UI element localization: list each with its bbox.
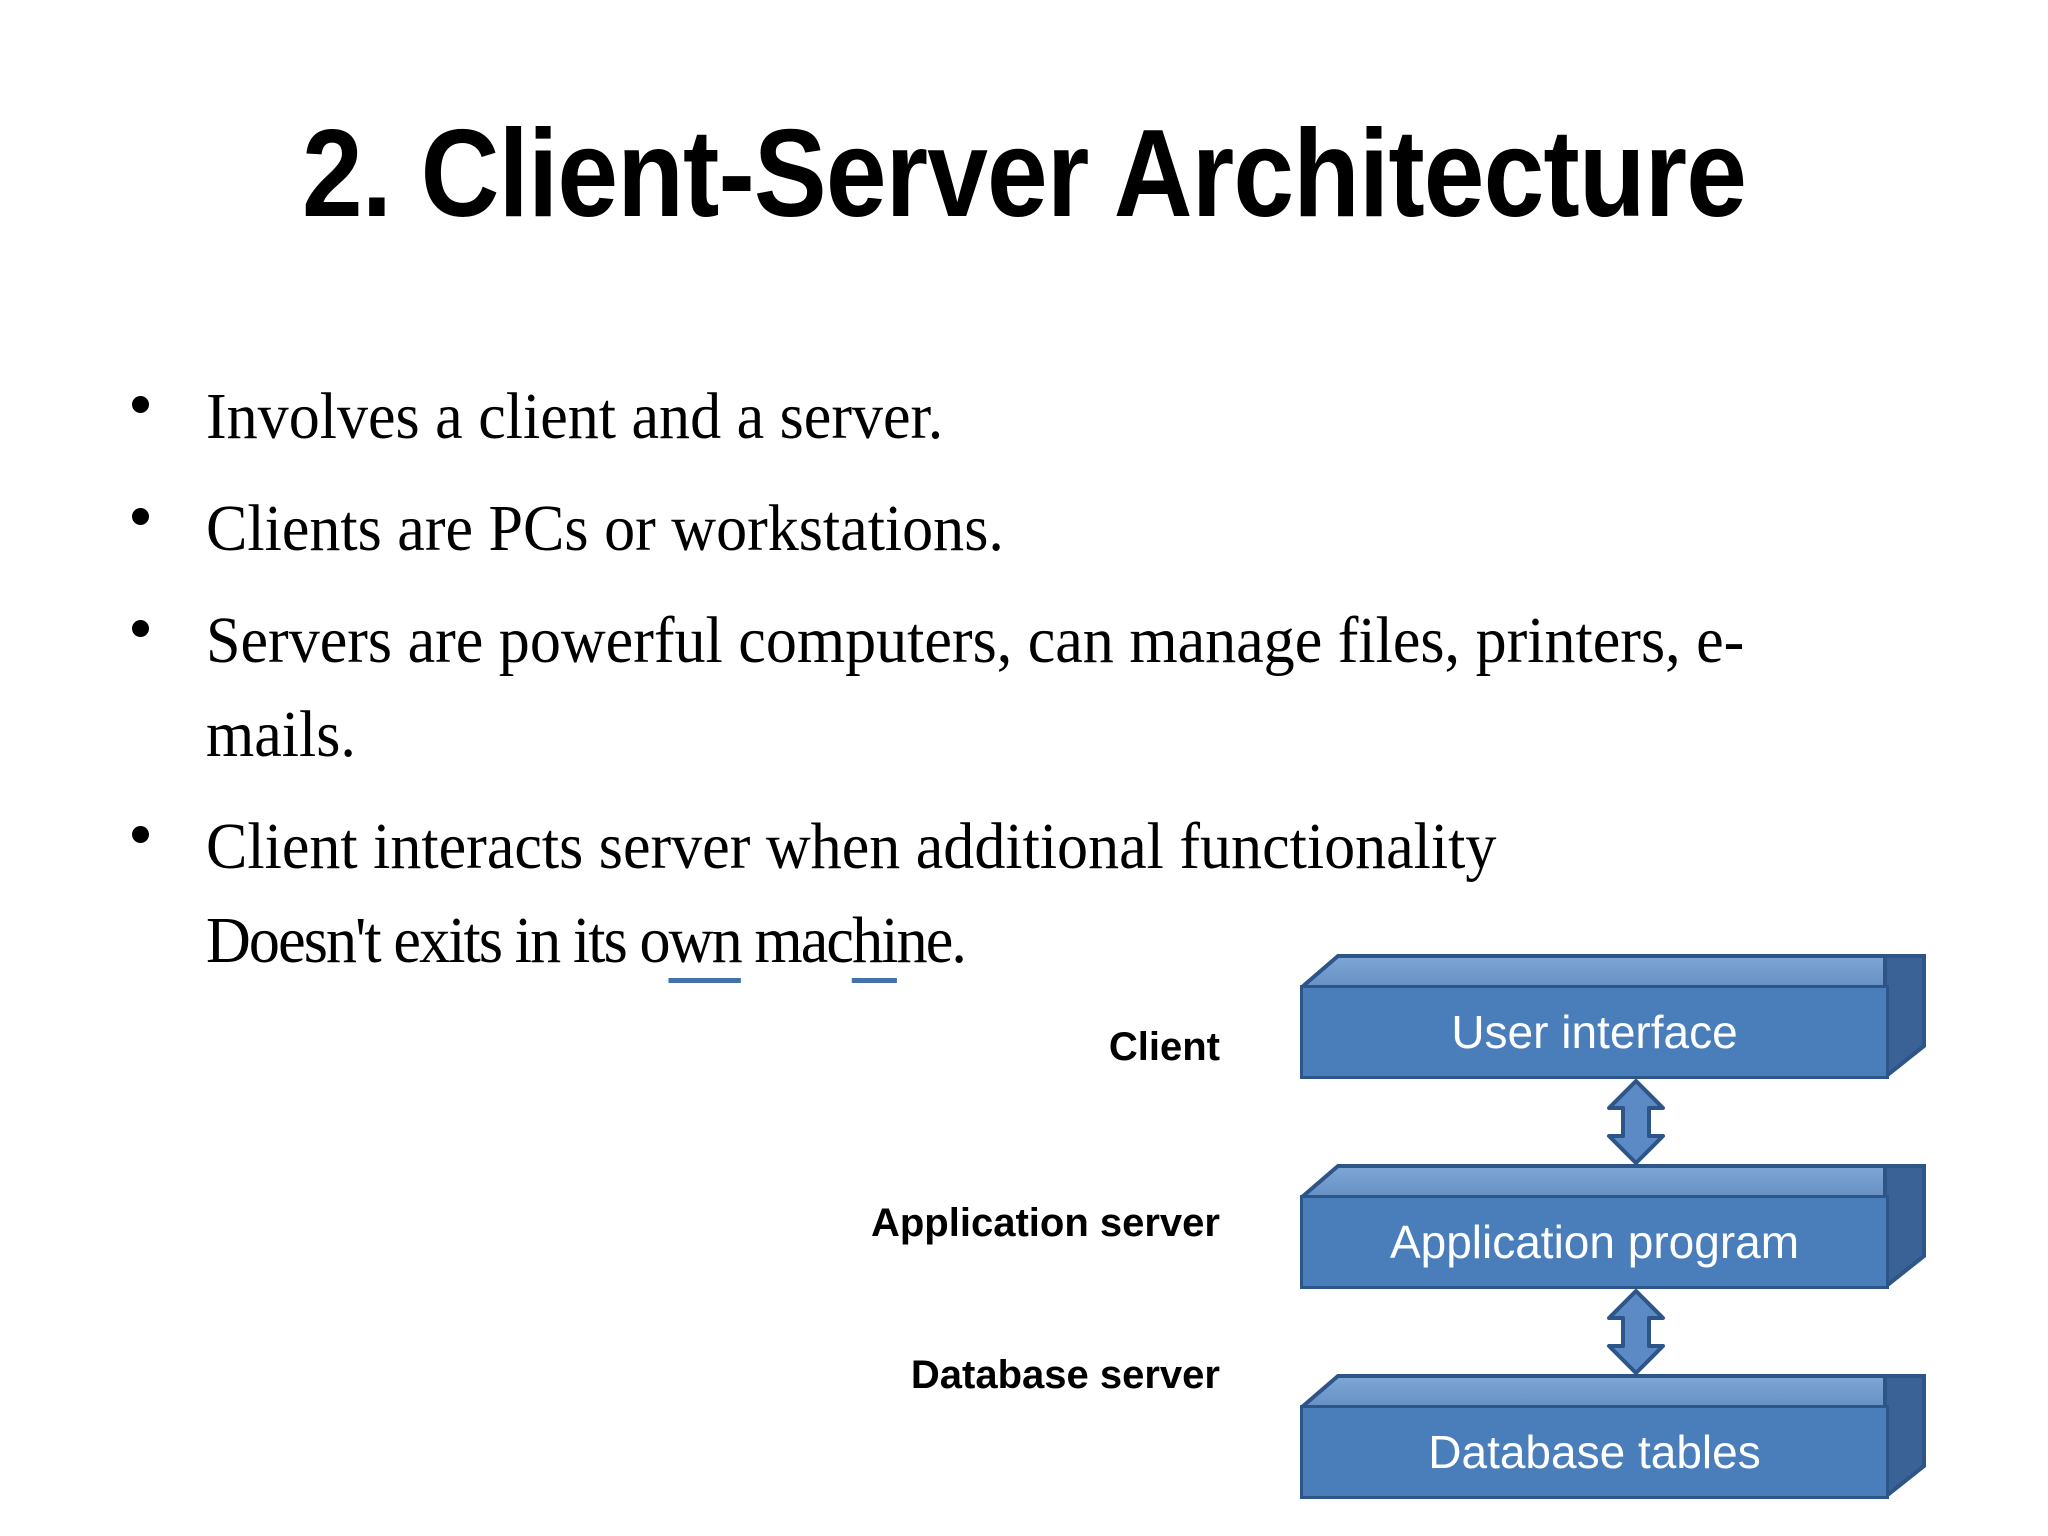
diagram-box-application-program: Application program bbox=[1300, 1164, 1926, 1289]
spellcheck-underlined-text: hi bbox=[852, 904, 898, 983]
box-side-face-icon bbox=[1883, 1374, 1926, 1499]
tier-label-application-server: Application server bbox=[870, 1201, 1220, 1245]
bullet-text-continuation: Doesn't exits in its own machine. bbox=[206, 894, 1815, 988]
double-headed-arrow-icon bbox=[1607, 1289, 1665, 1375]
client-server-architecture-diagram: Client Application server Database serve… bbox=[740, 940, 2000, 1520]
box-front-face: Application program bbox=[1300, 1195, 1889, 1289]
bullet-dot-icon bbox=[132, 508, 149, 525]
bullet-text: Clients are PCs or workstations. bbox=[206, 492, 1004, 565]
tier-label-database-server: Database server bbox=[910, 1353, 1220, 1397]
bullet-list: Involves a client and a server. Clients … bbox=[118, 370, 1918, 1006]
box-front-face: Database tables bbox=[1300, 1405, 1889, 1499]
list-item: Involves a client and a server. bbox=[118, 370, 1918, 464]
spellcheck-underlined-text: wn bbox=[668, 904, 743, 983]
list-item: Client interacts server when additional … bbox=[118, 800, 1918, 988]
box-side-face-icon bbox=[1883, 1164, 1926, 1289]
diagram-box-user-interface: User interface bbox=[1300, 954, 1926, 1079]
list-item: Servers are powerful computers, can mana… bbox=[118, 594, 1918, 782]
bullet-text: Client interacts server when additional … bbox=[206, 810, 1497, 883]
box-label-application-program: Application program bbox=[1389, 1216, 1800, 1268]
diagram-box-database-tables: Database tables bbox=[1300, 1374, 1926, 1499]
bullet-text-fragment: mac bbox=[740, 904, 854, 977]
box-front-face: User interface bbox=[1300, 985, 1889, 1079]
bullet-text: Servers are powerful computers, can mana… bbox=[206, 604, 1745, 771]
list-item: Clients are PCs or workstations. bbox=[118, 482, 1918, 576]
bullet-dot-icon bbox=[132, 826, 149, 843]
bullet-text: Involves a client and a server. bbox=[206, 380, 944, 453]
box-label-database-tables: Database tables bbox=[1428, 1426, 1761, 1478]
box-side-face-icon bbox=[1883, 954, 1926, 1079]
bullet-dot-icon bbox=[132, 396, 149, 413]
bullet-dot-icon bbox=[132, 620, 149, 637]
page-title: 2. Client-Server Architecture bbox=[301, 105, 1747, 243]
double-headed-arrow-icon bbox=[1607, 1079, 1665, 1165]
box-label-user-interface: User interface bbox=[1451, 1006, 1738, 1058]
bullet-text-fragment: Doesn't exits in its o bbox=[206, 904, 671, 977]
tier-label-client: Client bbox=[1108, 1025, 1220, 1069]
bullet-text-fragment: ne. bbox=[896, 904, 967, 977]
